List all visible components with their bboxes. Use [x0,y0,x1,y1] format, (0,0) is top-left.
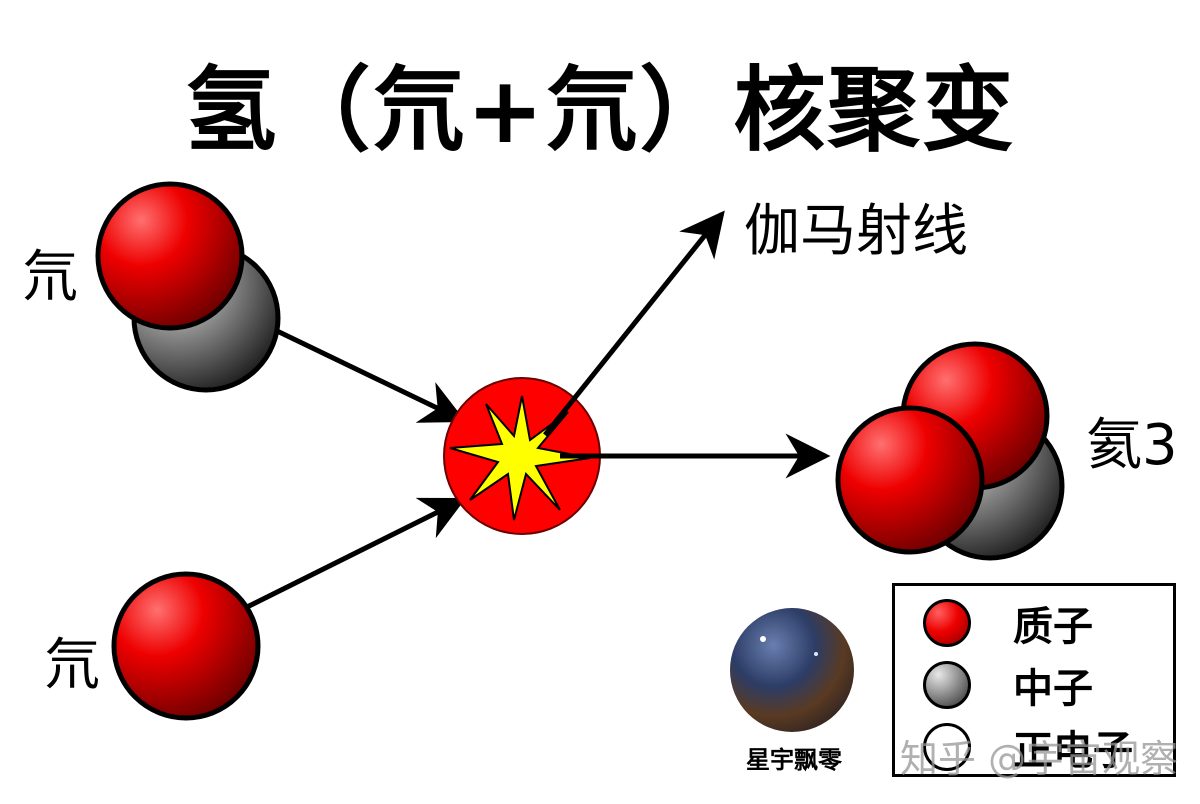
helium3-proton-front [835,405,985,555]
positron-swatch-icon [923,723,971,771]
legend-item-neutron: 中子 [923,660,1093,712]
deuterium-top-proton [95,181,245,331]
arrow-deuterium1-to-reaction [273,327,467,423]
legend: 质子 中子 正电子 [892,583,1176,777]
arrow-to-gamma-ray [543,210,725,437]
legend-label: 正电子 [1013,728,1133,774]
neutron-swatch-icon [923,661,971,709]
label-gamma-ray: 伽马射线 [744,199,968,264]
author-avatar [730,608,854,732]
legend-item-positron: 正电子 [923,722,1133,774]
star-icon [760,636,766,642]
label-deuterium-top: 氘 [22,245,78,310]
author-signature: 星宇飘零 [746,746,842,774]
label-deuterium-bottom: 氘 [44,633,100,698]
deuterium-bottom-proton [111,571,261,721]
star-icon [814,652,818,656]
legend-item-proton: 质子 [923,598,1093,650]
label-helium3: 氦3 [1086,413,1178,478]
watermark: 知乎 @宇宙观察 [900,737,1179,781]
legend-label: 质子 [1013,604,1093,650]
arrow-deuterium2-to-reaction [243,497,467,611]
legend-label: 中子 [1013,666,1093,712]
fusion-flash-icon [449,395,591,521]
diagram-title: 氢（氘+氘）核聚变 [184,57,1016,164]
proton-swatch-icon [923,599,971,647]
